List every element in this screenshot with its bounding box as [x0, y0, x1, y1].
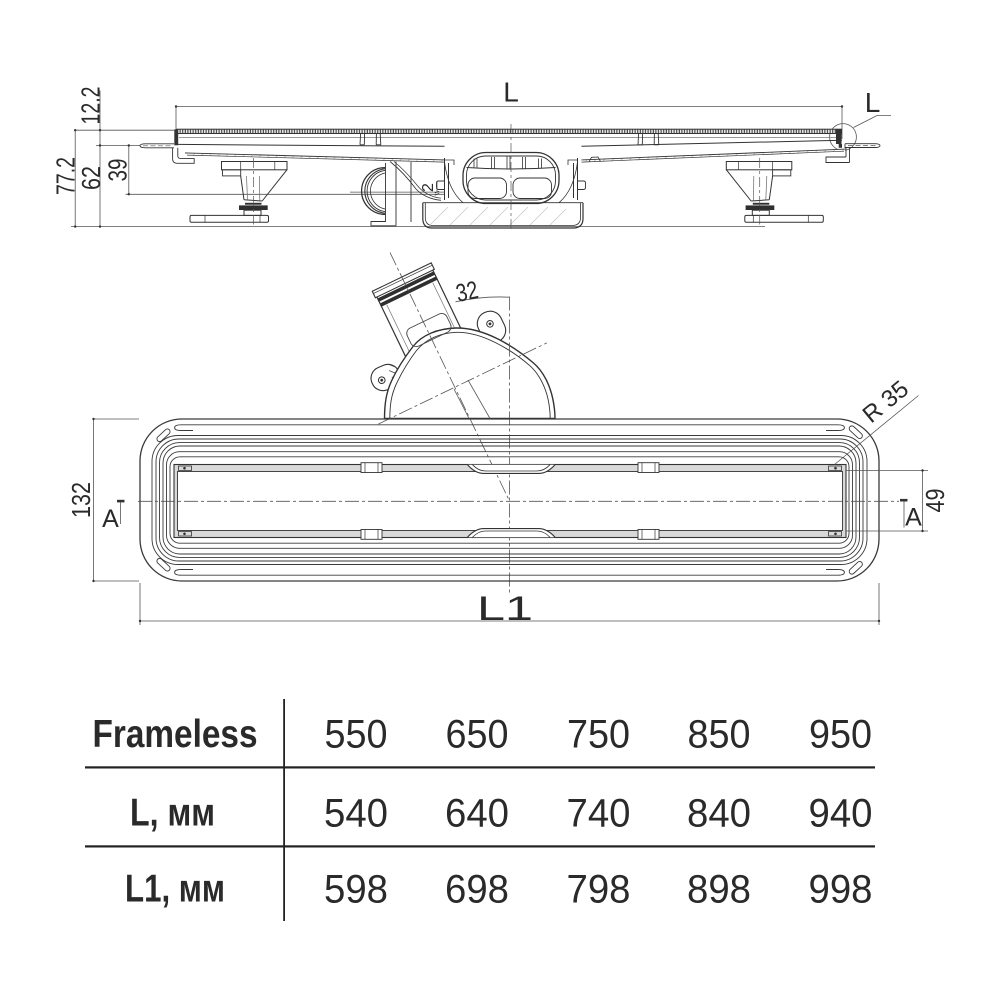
- svg-text:550: 550: [325, 713, 388, 757]
- svg-text:840: 840: [687, 792, 751, 836]
- svg-text:R 35: R 35: [858, 376, 914, 429]
- svg-text:Frameless: Frameless: [93, 713, 258, 756]
- svg-text:12.2: 12.2: [76, 87, 106, 125]
- svg-text:640: 640: [445, 792, 509, 836]
- svg-text:49: 49: [920, 489, 950, 513]
- svg-text:39: 39: [103, 159, 133, 182]
- svg-text:998: 998: [809, 868, 873, 912]
- svg-text:L: L: [865, 87, 881, 118]
- svg-text:750: 750: [567, 713, 630, 757]
- svg-text:77.2: 77.2: [51, 157, 81, 195]
- svg-text:940: 940: [809, 792, 873, 836]
- svg-text:650: 650: [446, 713, 509, 757]
- svg-text:740: 740: [567, 792, 631, 836]
- svg-text:A: A: [102, 505, 119, 533]
- svg-text:2: 2: [420, 183, 437, 192]
- svg-text:A: A: [905, 504, 922, 532]
- svg-text:598: 598: [324, 868, 388, 912]
- svg-text:L, мм: L, мм: [130, 792, 215, 835]
- svg-text:540: 540: [324, 792, 388, 836]
- svg-text:62: 62: [76, 166, 106, 190]
- svg-text:698: 698: [445, 868, 509, 912]
- svg-text:850: 850: [688, 713, 751, 757]
- svg-text:L1: L1: [477, 590, 533, 628]
- svg-text:898: 898: [687, 868, 751, 912]
- svg-text:798: 798: [567, 868, 631, 912]
- svg-text:132: 132: [66, 482, 96, 518]
- svg-text:950: 950: [809, 713, 872, 757]
- svg-text:L: L: [503, 77, 519, 108]
- svg-text:L1, мм: L1, мм: [125, 868, 225, 911]
- svg-text:32: 32: [453, 276, 480, 308]
